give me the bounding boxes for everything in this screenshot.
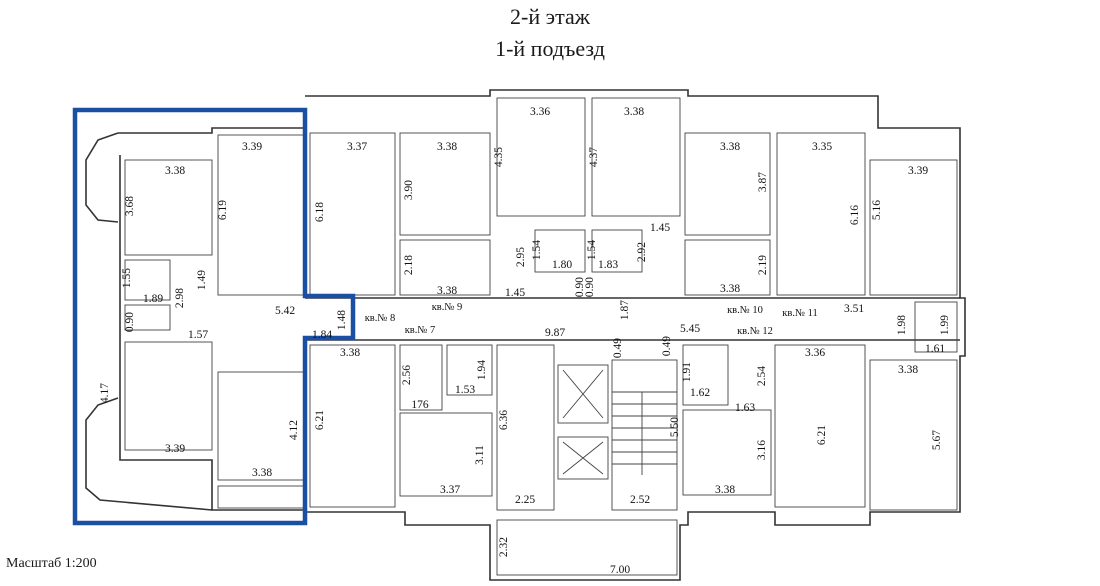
dimension-label: 3.38 — [340, 347, 360, 359]
scale-label: Масштаб 1:200 — [6, 556, 97, 571]
dimension-label: 2.19 — [757, 255, 769, 275]
dimension-label: 3.35 — [812, 141, 832, 153]
dimension-label: 5.42 — [275, 305, 295, 317]
apartment-number-label: кв.№ 7 — [405, 325, 436, 336]
dimension-label: 1.61 — [925, 343, 945, 355]
apartment-number-label: кв.№ 9 — [432, 302, 463, 313]
dimension-label: 3.38 — [252, 467, 272, 479]
dimension-label: 0.90 — [124, 312, 136, 332]
apartment-highlight-outline — [72, 107, 356, 526]
apartment-labels: кв.№ 8 кв.№ 9 кв.№ 7 кв.№ 10 кв.№ 11 кв.№ 12 — [365, 302, 818, 337]
dimension-label: 3.38 — [720, 283, 740, 295]
dimension-label: 2.52 — [630, 494, 650, 506]
dimension-label: 1.62 — [690, 387, 710, 399]
dimension-label: 3.68 — [124, 196, 136, 216]
dimension-label: 3.38 — [898, 364, 918, 376]
dimension-label: 2.95 — [515, 247, 527, 267]
dimension-label: 1.53 — [455, 384, 475, 396]
dimension-label: 3.11 — [474, 445, 486, 465]
dimension-label: 4.35 — [493, 147, 505, 167]
dimension-label: 3.38 — [165, 165, 185, 177]
apartment-number-label: кв.№ 11 — [782, 308, 817, 319]
dimension-label: 1.54 — [586, 240, 598, 260]
dimension-label: 3.87 — [757, 172, 769, 192]
dimension-label: 2.92 — [636, 242, 648, 262]
dimension-label: 6.16 — [849, 205, 861, 225]
dimension-label: 6.21 — [816, 425, 828, 445]
apartment-number-label: кв.№ 8 — [365, 313, 396, 324]
dimension-label: 1.80 — [552, 259, 572, 271]
dimension-label: 2.98 — [174, 288, 186, 308]
dimension-label: 1.49 — [196, 270, 208, 290]
entrance-title: 1-й подъезд — [495, 36, 605, 61]
dimension-label: 6.19 — [217, 200, 229, 220]
dimension-label: 4.17 — [99, 383, 111, 403]
dimension-label: 1.83 — [598, 259, 618, 271]
dimension-label: 3.51 — [844, 303, 864, 315]
dimension-label: 5.45 — [680, 323, 700, 335]
dimension-label: 1.57 — [188, 329, 208, 341]
dimension-label: 1.89 — [143, 293, 163, 305]
dimension-label: 3.38 — [437, 285, 457, 297]
dimension-label: 3.38 — [624, 106, 644, 118]
dimension-label: 3.90 — [403, 180, 415, 200]
dimension-label: 1.87 — [619, 300, 631, 320]
dimension-label: 3.37 — [440, 484, 460, 496]
dimension-label: 3.37 — [347, 141, 367, 153]
apartment-number-label: кв.№ 10 — [727, 305, 763, 316]
dimension-label: 6.36 — [498, 410, 510, 430]
dimension-labels: 3.39 3.38 3.37 3.38 3.36 3.38 3.38 3.35 3.39 5.42… — [99, 106, 951, 576]
dimension-label: 0.49 — [661, 336, 673, 356]
dimension-label: 1.54 — [531, 240, 543, 260]
dimension-label: 0.90 — [584, 277, 596, 297]
dimension-label: 2.32 — [498, 537, 510, 557]
dimension-label: 1.48 — [336, 310, 348, 330]
dimension-label: 3.38 — [720, 141, 740, 153]
dimension-label: 1.91 — [681, 362, 693, 382]
dimension-label: 5.67 — [931, 430, 943, 450]
dimension-label: 5.50 — [669, 417, 681, 437]
dimension-label: 176 — [411, 399, 429, 411]
dimension-label: 0.49 — [612, 338, 624, 358]
dimension-label: 4.12 — [288, 420, 300, 440]
dimension-label: 3.39 — [908, 165, 928, 177]
dimension-label: 2.18 — [403, 255, 415, 275]
dimension-label: 3.39 — [242, 141, 262, 153]
dimension-label: 3.38 — [437, 141, 457, 153]
dimension-label: 6.18 — [314, 202, 326, 222]
dimension-label: 6.21 — [314, 410, 326, 430]
dimension-label: 7.00 — [610, 564, 630, 576]
dimension-label: 4.37 — [588, 147, 600, 167]
dimension-label: 0.90 — [574, 277, 586, 297]
dimension-label: 1.99 — [939, 315, 951, 335]
dimension-label: 9.87 — [545, 327, 565, 339]
dimension-label: 1.94 — [476, 360, 488, 380]
dimension-label: 1.55 — [121, 268, 133, 288]
dimension-label: 2.25 — [515, 494, 535, 506]
dimension-label: 3.16 — [756, 440, 768, 460]
dimension-label: 3.36 — [805, 347, 825, 359]
dimension-label: 5.16 — [871, 200, 883, 220]
dimension-label: 2.56 — [401, 365, 413, 385]
floor-title: 2-й этаж — [510, 4, 590, 29]
dimension-label: 1.45 — [650, 222, 670, 234]
dimension-label: 3.38 — [715, 484, 735, 496]
dimension-label: 1.84 — [312, 329, 332, 341]
walls — [85, 89, 966, 581]
dimension-label: 1.63 — [735, 402, 755, 414]
apartment-number-label: кв.№ 12 — [737, 326, 773, 337]
dimension-label: 2.54 — [756, 366, 768, 386]
dimension-label: 3.36 — [530, 106, 550, 118]
dimension-label: 3.39 — [165, 443, 185, 455]
dimension-label: 1.98 — [896, 315, 908, 335]
dimension-label: 1.45 — [505, 287, 525, 299]
